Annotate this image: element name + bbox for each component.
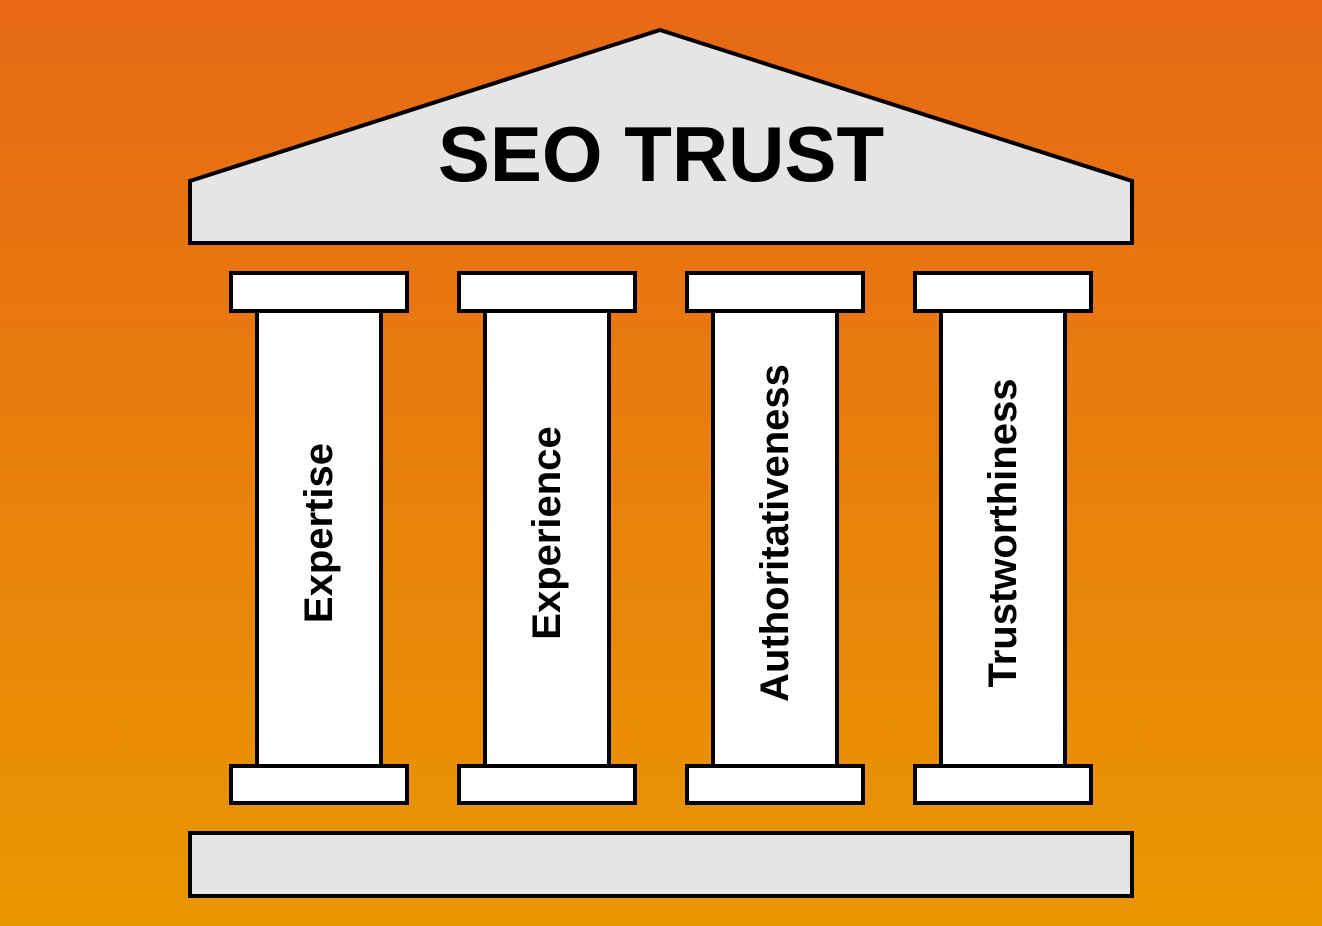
pillar-capital <box>457 271 637 313</box>
roof-title: SEO TRUST <box>438 110 884 198</box>
temple-base <box>188 831 1134 898</box>
pillar-base <box>685 764 865 805</box>
pillar-label: Trustworthiness <box>981 379 1025 688</box>
pillar-base <box>457 764 637 805</box>
pillar-capital <box>229 271 409 313</box>
pillar-capital <box>913 271 1093 313</box>
temple-roof <box>188 27 1134 245</box>
pillar-capital <box>685 271 865 313</box>
pillar-label: Authoritativeness <box>753 364 797 702</box>
pillar-base <box>229 764 409 805</box>
pillar-shaft <box>711 309 839 768</box>
pillar-label: Expertise <box>297 443 341 623</box>
pillar-shaft <box>939 309 1067 768</box>
pillar-label: Experience <box>525 426 569 639</box>
pillar-shaft <box>255 309 383 768</box>
pillar-base <box>913 764 1093 805</box>
